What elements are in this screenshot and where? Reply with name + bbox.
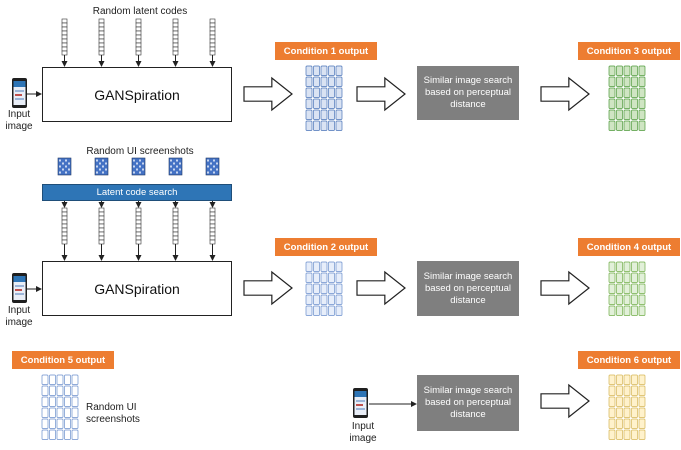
input-phone-1 <box>12 78 27 108</box>
random-ui-screenshots-label-2: Random UI screenshots <box>86 402 140 425</box>
block-arrow-1c <box>540 76 590 112</box>
latent-code-vector-2-5 <box>209 207 216 245</box>
ganspiration-box-1: GANSpiration <box>42 67 232 122</box>
random-ui-screenshot-tile-1 <box>57 157 72 176</box>
latent-code-vector-1-1 <box>61 18 68 56</box>
random-ui-screenshots-label: Random UI screenshots <box>86 146 194 157</box>
block-arrow-1a <box>243 76 293 112</box>
block-arrow-1b <box>356 76 406 112</box>
latent-code-vector-1-2 <box>98 18 105 56</box>
latent-code-vector-2-2 <box>98 207 105 245</box>
condition-6-output-label: Condition 6 output <box>578 351 680 369</box>
block-arrow-2a <box>243 270 293 306</box>
latent-code-vector-1-5 <box>209 18 216 56</box>
condition-4-thumbnail-grid <box>608 261 646 316</box>
condition-2-thumbnail-grid <box>305 261 343 316</box>
condition-5-thumbnail-grid <box>41 374 79 440</box>
random-ui-screenshot-tile-4 <box>168 157 183 176</box>
block-arrow-2c <box>540 270 590 306</box>
latent-code-vector-2-3 <box>135 207 142 245</box>
similar-image-search-box-2: Similar image search based on perceptual… <box>417 261 519 316</box>
similar-image-search-box-3: Similar image search based on perceptual… <box>417 375 519 431</box>
input-image-label-3: Input image <box>349 421 377 444</box>
input-image-label-2: Input image <box>5 305 33 328</box>
ganspiration-box-2: GANSpiration <box>42 261 232 316</box>
block-arrow-3c <box>540 383 590 419</box>
input-image-label-1: Input image <box>5 109 33 132</box>
condition-6-thumbnail-grid <box>608 374 646 440</box>
similar-image-search-box-1: Similar image search based on perceptual… <box>417 66 519 120</box>
input-phone-2 <box>12 273 27 303</box>
random-ui-screenshot-tile-2 <box>94 157 109 176</box>
random-ui-screenshot-tile-5 <box>205 157 220 176</box>
condition-5-output-label: Condition 5 output <box>12 351 114 369</box>
random-latent-codes-label: Random latent codes <box>92 6 188 17</box>
condition-1-thumbnail-grid <box>305 65 343 131</box>
input-phone-3 <box>353 388 368 418</box>
latent-code-vector-2-4 <box>172 207 179 245</box>
condition-4-output-label: Condition 4 output <box>578 238 680 256</box>
condition-3-thumbnail-grid <box>608 65 646 131</box>
random-ui-screenshot-tile-3 <box>131 157 146 176</box>
condition-1-output-label: Condition 1 output <box>275 42 377 60</box>
latent-code-vector-1-4 <box>172 18 179 56</box>
block-arrow-2b <box>356 270 406 306</box>
latent-code-vector-2-1 <box>61 207 68 245</box>
condition-3-output-label: Condition 3 output <box>578 42 680 60</box>
latent-code-search-bar: Latent code search <box>42 184 232 201</box>
latent-code-vector-1-3 <box>135 18 142 56</box>
condition-2-output-label: Condition 2 output <box>275 238 377 256</box>
